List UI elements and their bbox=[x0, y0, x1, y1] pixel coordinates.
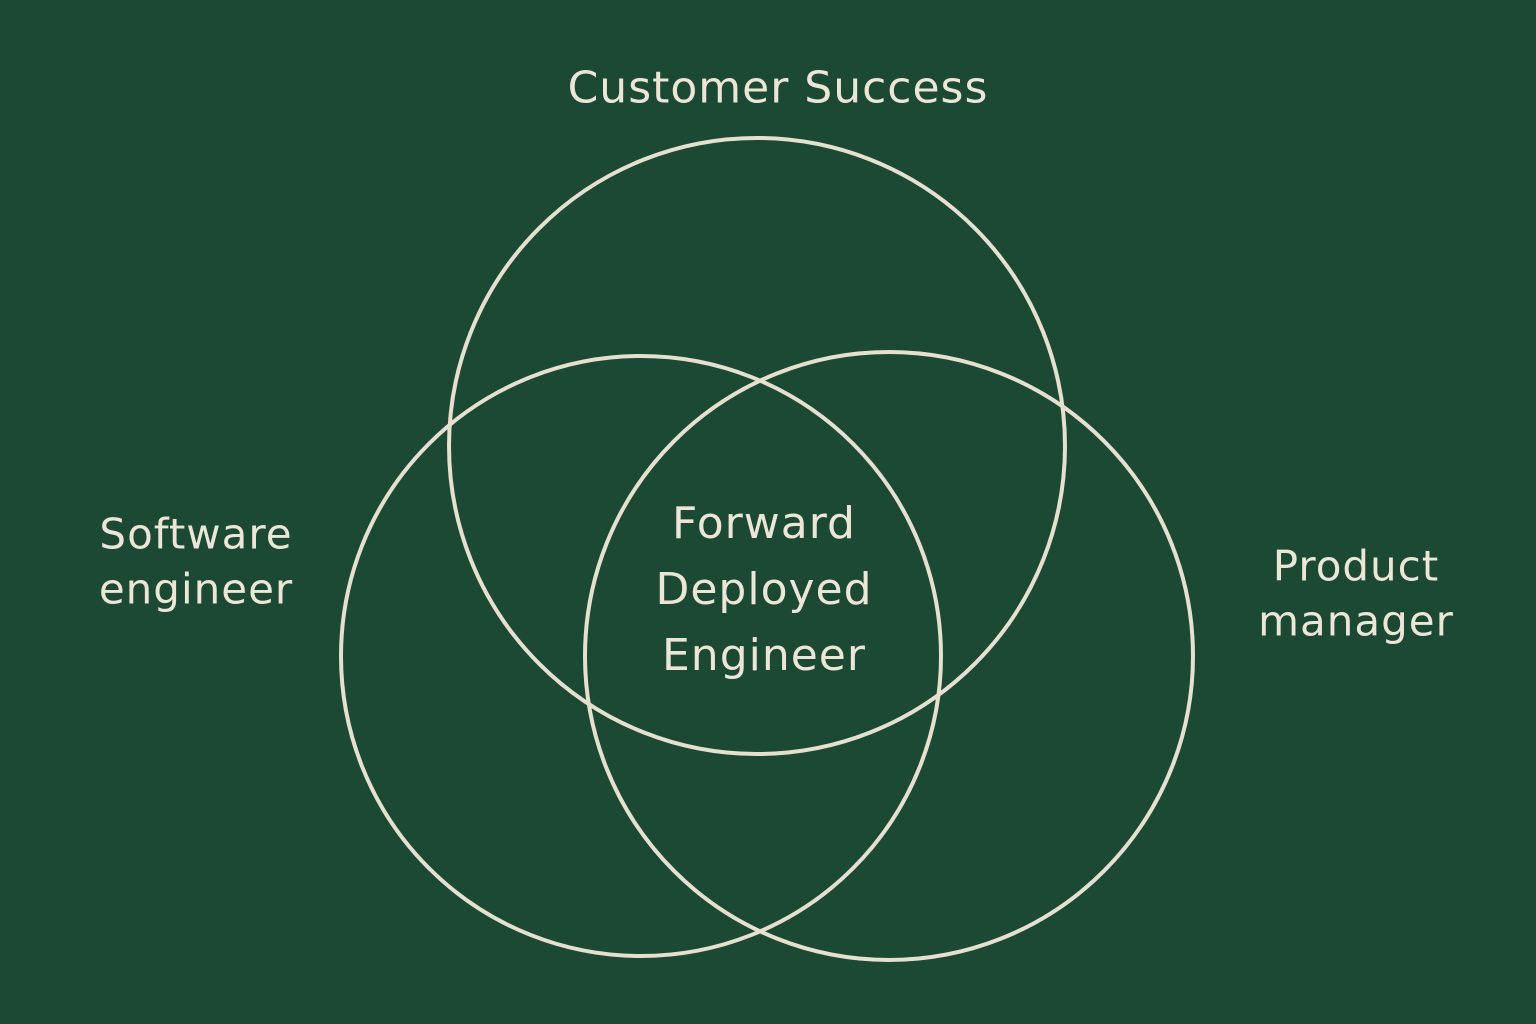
customer-success-circle bbox=[447, 136, 1067, 756]
intersection-label-line-3: Engineer bbox=[662, 630, 866, 681]
customer-success-label: Customer Success bbox=[568, 59, 989, 116]
product-manager-label-line-2: manager bbox=[1258, 596, 1454, 645]
product-manager-circle bbox=[583, 350, 1195, 962]
intersection-label-line-2: Deployed bbox=[655, 564, 873, 615]
software-engineer-label-line-1: Software bbox=[99, 509, 293, 559]
intersection-label-line-1: Forward bbox=[672, 498, 856, 549]
software-engineer-circle bbox=[339, 354, 943, 958]
intersection-label: Forward Deployed Engineer bbox=[655, 491, 872, 689]
software-engineer-label: Software engineer bbox=[99, 507, 293, 616]
product-manager-label-line-1: Product bbox=[1272, 541, 1440, 591]
product-manager-label: Product manager bbox=[1258, 539, 1454, 648]
customer-success-label-line-1: Customer Success bbox=[567, 62, 989, 114]
software-engineer-label-line-2: engineer bbox=[98, 564, 294, 613]
